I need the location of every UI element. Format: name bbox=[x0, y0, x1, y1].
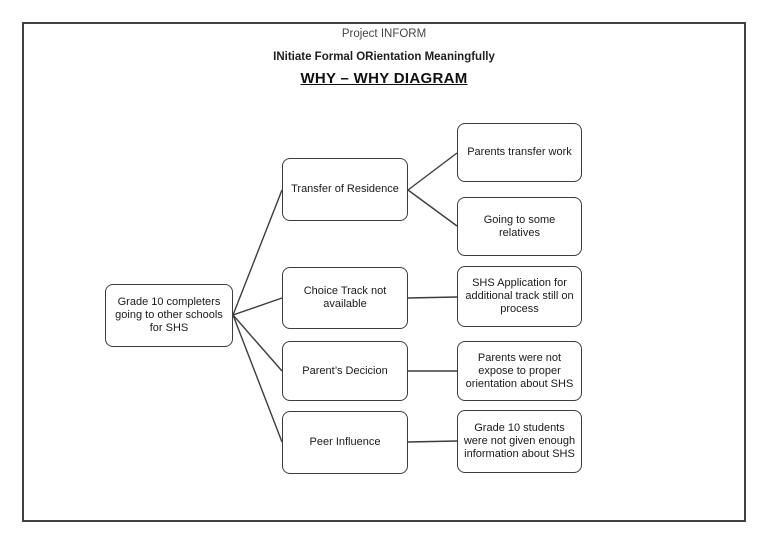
subcause-label: Parents were not expose to proper orient… bbox=[465, 351, 574, 390]
subcause-box-parents-transfer-work: Parents transfer work bbox=[457, 123, 582, 182]
project-name-heading: Project INFORM bbox=[341, 28, 427, 40]
subcause-label: SHS Application for additional track sti… bbox=[465, 277, 574, 315]
project-subtitle-heading: INitiate Formal ORientation Meaningfully bbox=[273, 51, 495, 63]
subcause-label: Parents transfer work bbox=[467, 146, 572, 158]
subcause-box-students-not-given-information: Grade 10 students were not given enough … bbox=[457, 410, 582, 473]
cause-label: Choice Track not available bbox=[303, 285, 387, 310]
cause-label: Peer Influence bbox=[309, 436, 381, 448]
cause-box-parents-decision: Parent’s Decicion bbox=[282, 341, 408, 401]
diagram-title-heading: WHY – WHY DIAGRAM bbox=[300, 70, 468, 87]
cause-box-peer-influence: Peer Influence bbox=[282, 411, 408, 474]
subcause-box-parents-not-exposed-to-orientation: Parents were not expose to proper orient… bbox=[457, 341, 582, 401]
root-problem-box: Grade 10 completers going to other schoo… bbox=[105, 284, 233, 347]
cause-label: Transfer of Residence bbox=[291, 183, 399, 195]
subcause-box-going-to-some-relatives: Going to some relatives bbox=[457, 197, 582, 256]
root-problem-label: Grade 10 completers going to other schoo… bbox=[115, 296, 223, 334]
cause-box-choice-track-not-available: Choice Track not available bbox=[282, 267, 408, 329]
subcause-box-shs-application-on-process: SHS Application for additional track sti… bbox=[457, 266, 582, 327]
subcause-label: Grade 10 students were not given enough … bbox=[463, 422, 576, 460]
subcause-label: Going to some relatives bbox=[483, 213, 556, 239]
cause-label: Parent’s Decicion bbox=[302, 364, 388, 377]
cause-box-transfer-of-residence: Transfer of Residence bbox=[282, 158, 408, 221]
